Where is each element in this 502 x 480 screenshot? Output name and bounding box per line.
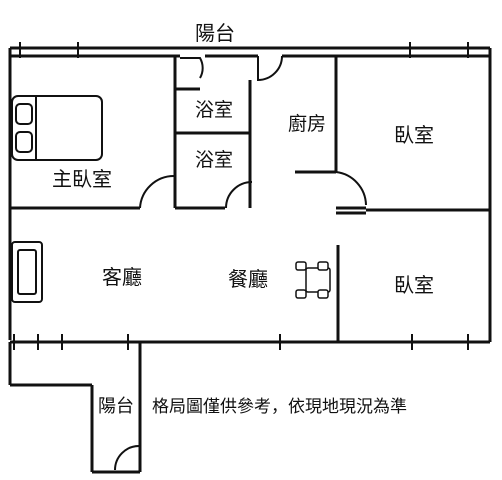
room-label-balcony-bottom: 陽台 <box>98 396 134 417</box>
room-label-living-room: 客廳 <box>102 265 142 289</box>
room-label-master-bedroom: 主臥室 <box>52 167 112 191</box>
bed-icon <box>11 95 103 161</box>
interior-walls <box>10 56 490 342</box>
door-swings <box>114 55 367 471</box>
outer-walls <box>8 54 492 344</box>
dining-table-icon <box>295 261 331 299</box>
room-label-bedroom-right-top: 臥室 <box>394 123 434 147</box>
disclaimer-note: 格局圖僅供參考，依現地現況為準 <box>152 397 407 417</box>
room-label-bathroom-1: 浴室 <box>195 99 233 121</box>
room-label-balcony-top: 陽台 <box>195 21 235 45</box>
sofa-icon <box>11 241 43 303</box>
room-label-dining-room: 餐廳 <box>228 267 268 291</box>
room-label-bathroom-2: 浴室 <box>195 149 233 171</box>
balcony-bottom <box>8 342 142 474</box>
room-label-kitchen: 廚房 <box>288 112 326 135</box>
room-label-bedroom-right-bottom: 臥室 <box>394 273 434 297</box>
bottom-railing-ticks <box>13 334 469 350</box>
